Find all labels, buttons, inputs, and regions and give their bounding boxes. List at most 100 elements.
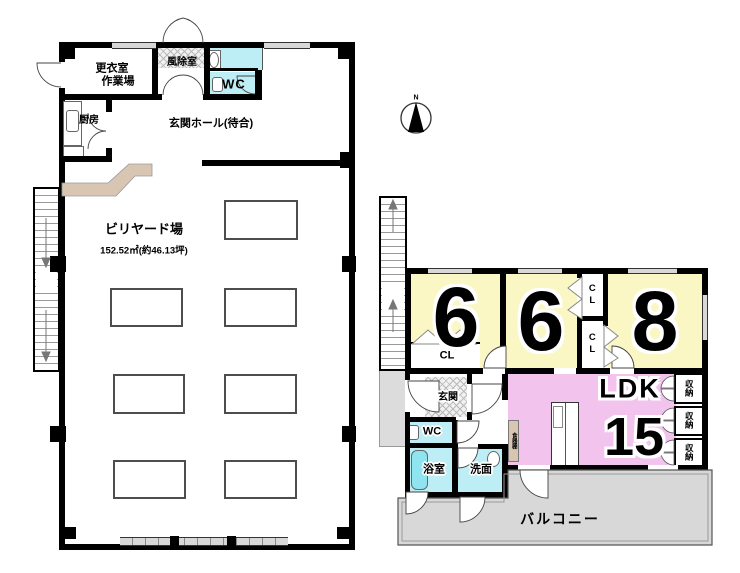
compass-north-label: N	[413, 94, 419, 102]
entrance-hall-label: 玄関ホール(待合)	[168, 117, 254, 130]
bath-label: 浴室	[423, 463, 445, 476]
pillar	[340, 152, 355, 168]
kitchen-sink-icon	[66, 110, 79, 132]
washbasin-bowl-icon	[209, 52, 219, 68]
wall	[500, 272, 506, 368]
storage-label-2: 収納	[684, 411, 695, 429]
balcony-door-arc	[519, 469, 549, 499]
door-opening	[554, 368, 576, 374]
door-opening	[106, 112, 112, 148]
stairs-landing	[36, 270, 57, 288]
wc-door-arc	[456, 420, 480, 444]
kitchen-label: 厨房	[79, 115, 99, 126]
window	[518, 268, 562, 274]
closet-lower	[582, 321, 603, 368]
entrance-label: 玄関	[438, 392, 458, 403]
exterior-door-arc	[36, 62, 62, 88]
wall	[59, 94, 262, 100]
billiard-table	[113, 460, 186, 499]
window	[702, 295, 708, 340]
north-compass-icon	[400, 102, 432, 134]
billiard-table	[110, 288, 183, 327]
door-opening	[59, 62, 65, 88]
window	[264, 42, 310, 49]
wall	[452, 444, 508, 449]
washroom-label: 洗面	[470, 463, 492, 476]
billiard-table	[113, 374, 185, 414]
wall	[502, 374, 508, 400]
pillar	[65, 527, 76, 539]
stairs-right	[379, 196, 407, 371]
room-6a-label: 6	[432, 270, 480, 364]
room-6b-floor	[506, 274, 577, 368]
wall	[204, 42, 210, 100]
wall	[210, 68, 258, 71]
billiard-table	[224, 200, 298, 240]
kitchen-sink-icon	[553, 406, 563, 428]
windbreak-room-floor	[158, 48, 204, 68]
cupboard	[508, 420, 519, 462]
billiard-table	[224, 374, 297, 414]
billiard-table	[224, 460, 297, 499]
billiard-table	[224, 288, 297, 327]
room-8-label: 8	[631, 274, 679, 368]
window	[628, 268, 677, 274]
pillar	[65, 48, 75, 59]
wall	[405, 443, 453, 448]
window-band	[120, 537, 288, 546]
storage-box-2	[674, 406, 704, 436]
door-opening	[458, 444, 478, 449]
hall-door-arc	[471, 383, 503, 415]
storage-label-3: 収納	[684, 443, 695, 461]
vestibule-outer-door-arc	[162, 17, 184, 44]
changing-room-label-line1: 更衣室	[95, 62, 129, 75]
vestibule-outer-door-arc	[182, 17, 204, 44]
door-opening	[610, 368, 634, 374]
wall	[467, 374, 472, 384]
wc-floor-right	[410, 422, 453, 443]
balcony-label: バルコニー	[520, 511, 600, 527]
closet-upper	[582, 274, 603, 316]
changing-room-label-line2: 作業場	[101, 75, 135, 88]
wall	[577, 272, 582, 278]
pillar	[227, 536, 236, 547]
wall	[59, 156, 112, 162]
pillar	[337, 527, 349, 539]
closet-upper-label: CL	[586, 283, 598, 307]
wall	[505, 465, 708, 471]
door-opening	[648, 465, 678, 471]
pillar	[50, 426, 66, 442]
wc-label-right: WC	[422, 425, 442, 438]
billiard-hall-label: ビリヤード場	[104, 221, 184, 237]
wall	[405, 492, 508, 498]
wall	[452, 420, 458, 492]
door-opening	[483, 368, 505, 374]
ldk-label: LDK	[599, 373, 661, 404]
closet-lower-label: CL	[586, 332, 598, 356]
cupboard-label: 食器棚	[510, 432, 517, 450]
window	[428, 268, 472, 274]
wall	[405, 374, 410, 498]
wall	[405, 268, 411, 374]
basin-area-floor	[210, 48, 263, 70]
ldk-size-label: 15	[603, 407, 665, 467]
wall	[405, 417, 456, 422]
wall	[502, 444, 508, 498]
wall	[152, 42, 158, 100]
balcony-door-arc	[459, 496, 486, 523]
wall	[202, 160, 349, 166]
storage-label-1: 収納	[684, 379, 695, 397]
windbreak-room-label: 風除室	[167, 57, 197, 68]
door-opening	[518, 465, 550, 471]
ldk-floor	[508, 374, 676, 465]
kitchen-counter-divider	[565, 403, 566, 465]
wall	[467, 412, 472, 420]
pillar	[170, 536, 179, 547]
toilet-icon	[212, 77, 223, 92]
window	[112, 42, 156, 49]
closet-6a-label: CL	[439, 349, 455, 362]
wall	[577, 318, 582, 368]
pillar	[342, 426, 356, 442]
pillar	[50, 256, 66, 272]
